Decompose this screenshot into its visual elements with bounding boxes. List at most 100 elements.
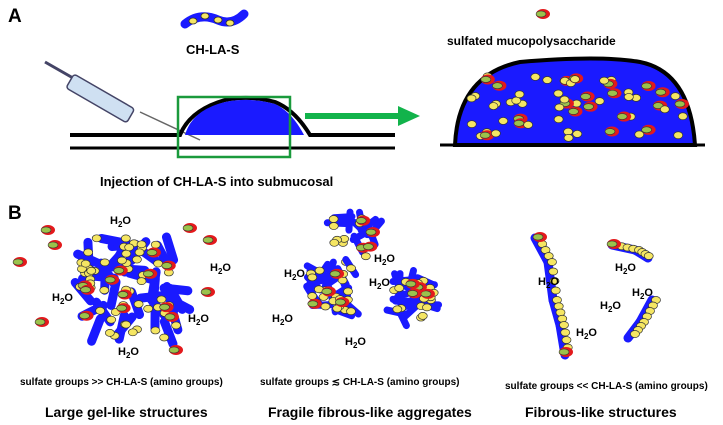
large-gel-cluster: [12, 223, 217, 355]
sulfate-particle: [568, 106, 583, 117]
sulfate-particle: [335, 297, 350, 308]
sulfate-particle: [480, 74, 495, 85]
polymer-strand: [114, 311, 129, 344]
amino-group: [624, 93, 634, 101]
sulfate-particle: [329, 268, 345, 279]
sulfate-particle: [363, 241, 378, 252]
amino-group: [491, 129, 501, 138]
sulfate-particle: [479, 130, 495, 141]
amino-group: [328, 222, 339, 230]
amino-group: [563, 134, 574, 142]
amino-group: [153, 259, 163, 268]
sulfate-particle: [168, 345, 183, 355]
amino-group: [559, 95, 570, 104]
amino-group: [570, 75, 580, 84]
sulfate-particle: [558, 347, 573, 357]
amino-group: [599, 76, 610, 85]
amino-group: [594, 97, 605, 105]
sulfated-legend-label: sulfated mucopolysaccharide: [447, 34, 616, 48]
sulfate-particle: [47, 240, 62, 250]
sulfate-particle: [583, 101, 598, 112]
amino-group: [466, 120, 477, 129]
sulfate-particle: [604, 126, 619, 137]
amino-group: [346, 307, 356, 316]
amino-group: [86, 266, 97, 275]
sulfate-particle: [164, 311, 179, 322]
amino-group: [329, 238, 340, 247]
amino-group: [572, 130, 583, 138]
condition-label-1: sulfate groups >> CH-LA-S (amino groups): [20, 377, 223, 388]
sulfate-particle: [616, 111, 632, 122]
sulfate-particle: [146, 247, 161, 258]
sulfate-particle: [641, 80, 656, 91]
amino-group: [99, 286, 110, 295]
amino-group: [523, 120, 533, 129]
water-label: H2O: [374, 253, 395, 268]
zoom-frame: [176, 95, 292, 159]
amino-group: [328, 215, 339, 223]
sulfate-particle: [113, 265, 128, 276]
amino-group: [360, 252, 371, 261]
amino-group: [511, 96, 522, 105]
water-label: H2O: [110, 215, 131, 230]
amino-group: [124, 243, 134, 252]
sulfate-particle: [80, 284, 95, 295]
amino-group: [106, 315, 117, 324]
amino-group: [394, 284, 405, 292]
water-label: H2O: [369, 277, 390, 292]
polymer-strand: [96, 233, 130, 248]
amino-group: [320, 302, 331, 311]
sulfate-particle: [365, 227, 380, 238]
amino-group: [417, 312, 428, 320]
amino-group: [121, 320, 131, 329]
amino-group: [83, 248, 94, 257]
arrow-head-icon: [398, 106, 420, 126]
sulfate-particle: [532, 232, 547, 242]
panel-a-label: A: [8, 6, 22, 27]
amino-group: [159, 333, 170, 342]
polymer-strand: [400, 301, 422, 321]
polymer-strand: [165, 284, 187, 314]
sulfate-particle: [200, 287, 215, 297]
polymer-strand: [324, 258, 337, 283]
fragile-aggregates: [303, 208, 443, 330]
water-label: H2O: [188, 313, 209, 328]
amino-group: [133, 300, 144, 308]
amino-group: [314, 266, 325, 275]
sulfate-particle: [142, 268, 158, 279]
sulfate-particle: [492, 80, 507, 91]
ch-la-s-legend-label: CH-LA-S: [186, 42, 240, 57]
sulfate-particle: [607, 88, 622, 99]
amino-group: [530, 73, 541, 81]
amino-group: [555, 308, 566, 317]
water-label: H2O: [210, 262, 231, 277]
amino-group: [542, 76, 553, 84]
water-label: H2O: [615, 262, 636, 277]
amino-group: [99, 258, 110, 267]
amino-group: [670, 92, 681, 100]
sulfate-particle: [202, 235, 217, 245]
amino-group: [549, 277, 560, 285]
sulfate-particle: [641, 124, 656, 135]
amino-group: [95, 306, 105, 315]
amino-group: [307, 292, 318, 300]
condition-label-2: sulfate groups ≲ CH-LA-S (amino groups): [260, 377, 460, 388]
amino-group: [105, 329, 115, 337]
amino-group: [630, 330, 640, 338]
water-label: H2O: [284, 268, 305, 283]
amino-group: [127, 328, 138, 337]
panel-a-caption: Injection of CH-LA-S into submucosal: [100, 174, 334, 189]
outcome-label-2: Fragile fibrous-like aggregates: [268, 404, 472, 420]
sulfate-particle: [117, 289, 132, 300]
sulfate-particle: [34, 317, 49, 327]
bleb-particles: [466, 72, 689, 142]
amino-group: [553, 89, 564, 98]
injected-bleb: [185, 99, 304, 135]
syringe-icon: [44, 60, 201, 141]
amino-group: [550, 286, 561, 295]
amino-group: [346, 264, 356, 273]
amino-group: [132, 255, 142, 264]
amino-group: [548, 267, 559, 276]
sulfate-particle: [182, 223, 197, 233]
